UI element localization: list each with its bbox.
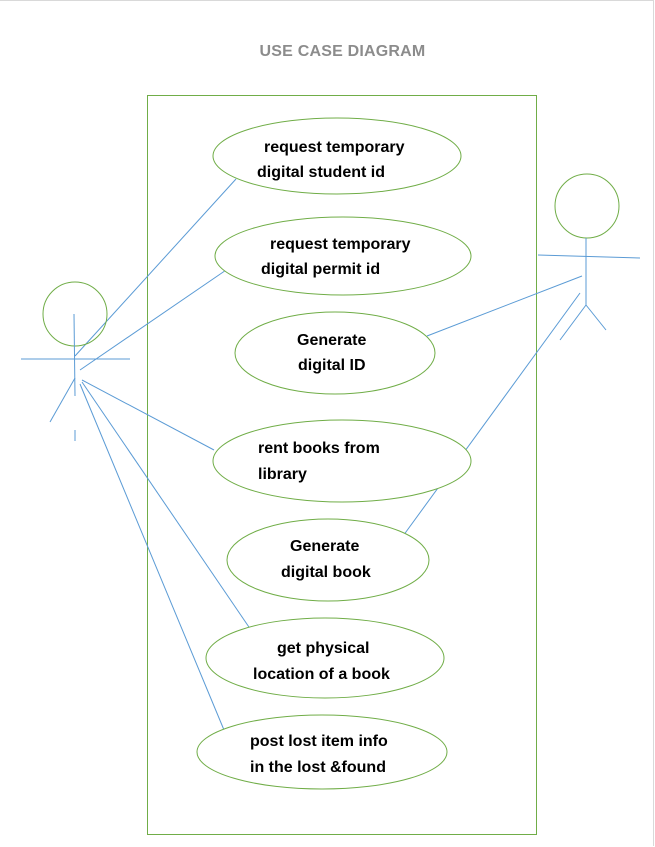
use-case-5-ellipse xyxy=(226,518,430,602)
use-case-6-ellipse xyxy=(205,617,445,699)
right-actor-head xyxy=(554,173,620,239)
association-left-uc1 xyxy=(74,178,237,357)
left-actor xyxy=(21,281,130,441)
association-right-uc5 xyxy=(402,292,581,537)
right-actor-arms xyxy=(537,254,641,259)
use-case-3: Generate digital ID xyxy=(234,311,436,395)
use-case-3-line-1: Generate xyxy=(297,332,366,349)
use-case-2: request temporary digital permit id xyxy=(214,216,472,296)
use-case-1: request temporary digital student id xyxy=(212,117,462,195)
right-actor-associations xyxy=(402,275,583,537)
association-left-uc6 xyxy=(81,381,254,634)
right-actor xyxy=(537,173,641,341)
use-case-5-line-2: digital book xyxy=(281,564,371,581)
association-left-uc4 xyxy=(81,379,215,451)
association-left-uc2 xyxy=(79,265,233,371)
use-case-1-line-1: request temporary xyxy=(264,139,405,156)
use-case-2-line-1: request temporary xyxy=(270,236,411,253)
use-case-4-line-2: library xyxy=(258,466,307,483)
use-case-2-ellipse xyxy=(214,216,472,296)
use-case-7: post lost item info in the lost &found xyxy=(196,714,448,790)
right-actor-right-leg xyxy=(585,304,607,331)
association-right-uc3 xyxy=(426,275,583,337)
use-case-3-line-2: digital ID xyxy=(298,357,366,374)
use-case-4-line-1: rent books from xyxy=(258,440,380,457)
use-case-6: get physical location of a book xyxy=(205,617,445,699)
use-case-5-line-1: Generate xyxy=(290,538,359,555)
use-case-4: rent books from library xyxy=(212,419,472,503)
left-actor-left-leg xyxy=(49,377,76,423)
left-actor-associations xyxy=(74,178,254,731)
left-actor-head xyxy=(42,281,108,347)
use-case-6-line-1: get physical xyxy=(277,640,369,657)
use-case-3-ellipse xyxy=(234,311,436,395)
use-case-6-line-2: location of a book xyxy=(253,666,390,683)
use-case-1-ellipse xyxy=(212,117,462,195)
system-boundary xyxy=(147,95,537,835)
left-actor-body xyxy=(73,313,76,397)
use-case-7-line-1: post lost item info xyxy=(250,733,388,750)
association-left-uc7 xyxy=(79,383,225,731)
right-actor-left-leg xyxy=(559,304,587,341)
use-case-4-ellipse xyxy=(212,419,472,503)
use-case-7-ellipse xyxy=(196,714,448,790)
use-case-1-line-2: digital student id xyxy=(257,164,385,181)
use-case-7-line-2: in the lost &found xyxy=(250,759,386,776)
diagram-title: USE CASE DIAGRAM xyxy=(259,43,426,60)
use-case-2-line-2: digital permit id xyxy=(261,261,380,278)
use-case-5: Generate digital book xyxy=(226,518,430,602)
